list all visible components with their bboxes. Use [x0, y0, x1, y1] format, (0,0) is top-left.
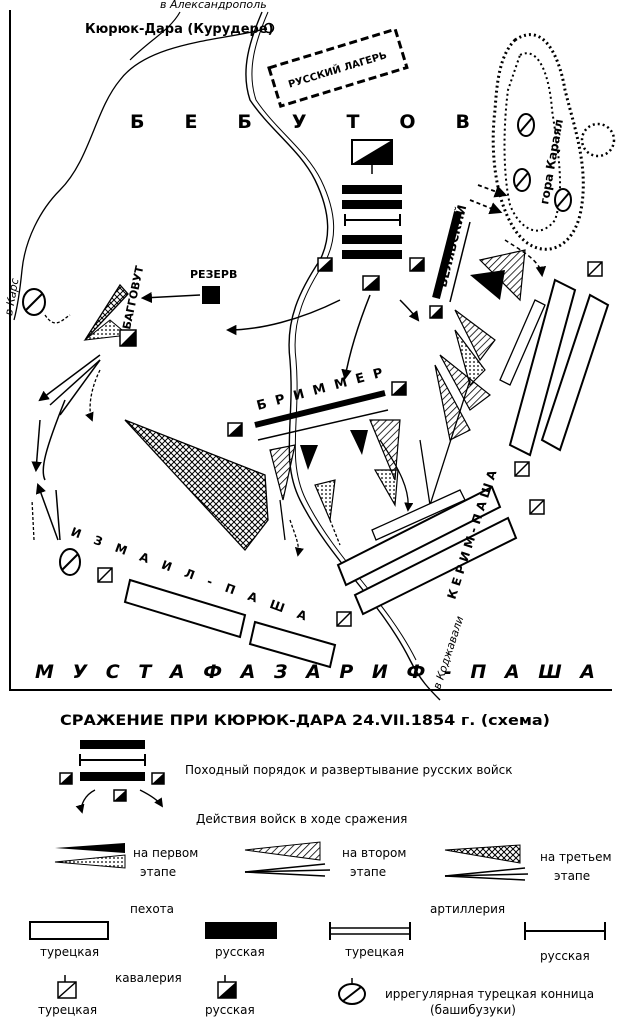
legend-stage2-word: этапе [350, 865, 386, 879]
turkish-infantry-east [499, 261, 610, 477]
legend-actions: Действия войск в ходе сражения [196, 812, 407, 826]
central-attack-wedges [269, 419, 414, 557]
legend-cavalry: кавалерия [115, 971, 182, 985]
legend-stage1-symbol [54, 843, 126, 869]
legend-stage1: на первом [133, 846, 198, 860]
legend-bashibazouks: (башибузуки) [430, 1003, 516, 1017]
ismail-pasha-unit: И З М А И Л - П А Ш А [59, 525, 337, 669]
mountain-karayal: гора Караял [491, 33, 616, 251]
irregular-cavalry-west [22, 288, 71, 324]
map-area: в Александрополь Кюрюк-Дара (Курудере) Р… [2, 0, 616, 701]
legend-turkish-infantry-symbol [29, 921, 109, 940]
russian-center-column [317, 139, 425, 291]
eastern-attack-wedges [419, 239, 547, 506]
arrow-center-to-brimmer [341, 294, 371, 381]
legend-turkish-artillery: турецкая [345, 945, 404, 959]
legend-stage2: на втором [342, 846, 406, 860]
cavalry-attack-wedge-west [124, 419, 269, 552]
russian-camp: РУССКИЙ ЛАГЕРЬ [267, 27, 409, 109]
legend-turkish-cavalry-symbol [57, 975, 77, 999]
kerim-pasha-unit: К Е Р И М - П А Ш А [336, 468, 545, 627]
label-alexandropol: в Александрополь [160, 0, 267, 11]
legend-artillery: артиллерия [430, 902, 505, 916]
legend-irregular-symbol [338, 978, 366, 1005]
legend-march-order: Походный порядок и развертывание русских… [185, 763, 512, 777]
legend-title: СРАЖЕНИЕ ПРИ КЮРЮК-ДАРА 24.VII.1854 г. (… [60, 713, 550, 729]
belyavsky-unit: БЕЛЯВСКИЙ [429, 203, 471, 319]
legend-russian-artillery: русская [540, 949, 590, 963]
label-russian-camp: РУССКИЙ ЛАГЕРЬ [287, 48, 389, 90]
bagovut-unit: БАГГОВУТ [83, 264, 146, 347]
label-kuryuk-dara: Кюрюк-Дара (Курудере) [85, 22, 274, 37]
arrow-center-east [399, 299, 420, 322]
legend-stage2-symbol [244, 841, 331, 877]
legend-russian-infantry: русская [215, 945, 265, 959]
legend-stage1-word: этапе [140, 865, 176, 879]
label-reserve: РЕЗЕРВ [190, 268, 237, 281]
map-frame [9, 10, 612, 691]
road-kodzhavali [245, 11, 441, 701]
label-kars: в Карс [2, 277, 21, 316]
legend-russian-cavalry-symbol [217, 975, 237, 999]
legend-russian-infantry-symbol [205, 922, 277, 939]
legend-turkish-artillery-symbol [329, 922, 411, 940]
legend-russian-artillery-symbol [524, 922, 606, 940]
legend-march-order-symbol [59, 740, 165, 814]
turkish-attack-arrows-north [469, 184, 508, 215]
legend-turkish-infantry: турецкая [40, 945, 99, 959]
road-kodzhavali-edge [251, 11, 417, 661]
legend: СРАЖЕНИЕ ПРИ КЮРЮК-ДАРА 24.VII.1854 г. (… [29, 713, 612, 1017]
arrow-center-to-west [225, 299, 341, 336]
legend-russian-cavalry: русская [205, 1003, 255, 1017]
legend-stage3-symbol [444, 844, 529, 881]
village-marker [263, 22, 275, 34]
label-bebutov: Б Е Б У Т О В [130, 111, 470, 133]
legend-stage3-word: этапе [554, 869, 590, 883]
western-attack-arrows [31, 354, 101, 541]
road-alexandropol [129, 11, 181, 61]
reserve-unit: РЕЗЕРВ [140, 268, 237, 304]
legend-infantry: пехота [130, 902, 174, 916]
road-kars [13, 27, 269, 321]
legend-turkish-cavalry: турецкая [38, 1003, 97, 1017]
legend-stage3: на третьем [540, 850, 612, 864]
label-mustafa: М У С Т А Ф А З А Р И Ф - П А Ш А [35, 661, 595, 683]
legend-irregular: иррегулярная турецкая конница [385, 987, 594, 1001]
